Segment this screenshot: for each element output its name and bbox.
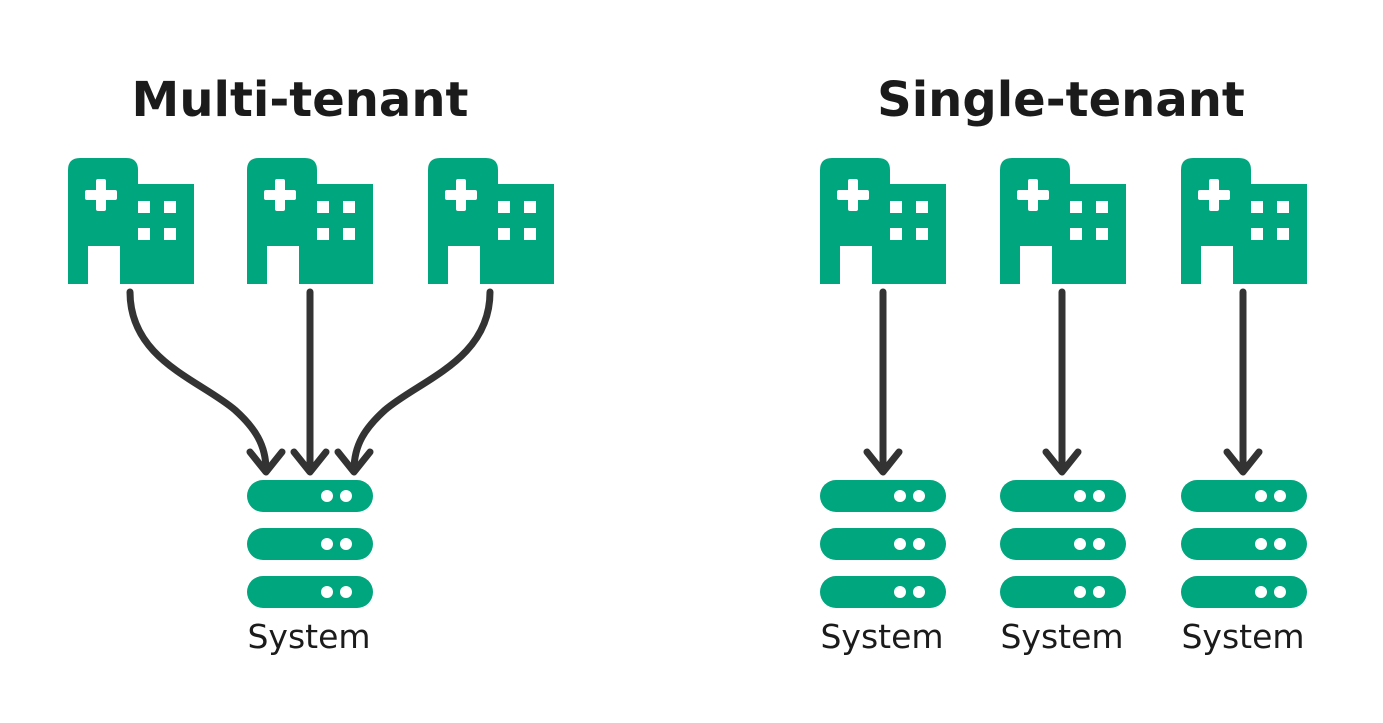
multi-tenant-title: Multi-tenant	[132, 72, 469, 128]
arrow-connector	[290, 288, 330, 476]
tenant-hospital-icon	[428, 158, 554, 284]
arrow-connector	[334, 288, 494, 476]
system-label: System	[1000, 617, 1123, 656]
system-label: System	[1181, 617, 1304, 656]
tenant-hospital-icon	[1181, 158, 1307, 284]
server-stack-icon	[1181, 480, 1307, 608]
tenant-hospital-icon	[820, 158, 946, 284]
tenant-hospital-icon	[247, 158, 373, 284]
tenant-hospital-icon	[68, 158, 194, 284]
system-label: System	[247, 617, 370, 656]
multi-tenant-panel: Multi-tenant	[68, 72, 554, 656]
arrow-connector	[1223, 288, 1263, 476]
server-stack-icon	[1000, 480, 1126, 608]
tenant-hospital-icon	[1000, 158, 1126, 284]
server-stack-icon	[820, 480, 946, 608]
server-stack-icon	[247, 480, 373, 608]
arrow-connector	[863, 288, 903, 476]
single-tenant-panel: Single-tenant System	[820, 72, 1307, 656]
system-label: System	[820, 617, 943, 656]
arrow-connector	[126, 288, 286, 476]
single-tenant-title: Single-tenant	[877, 72, 1245, 128]
arrow-connector	[1042, 288, 1082, 476]
